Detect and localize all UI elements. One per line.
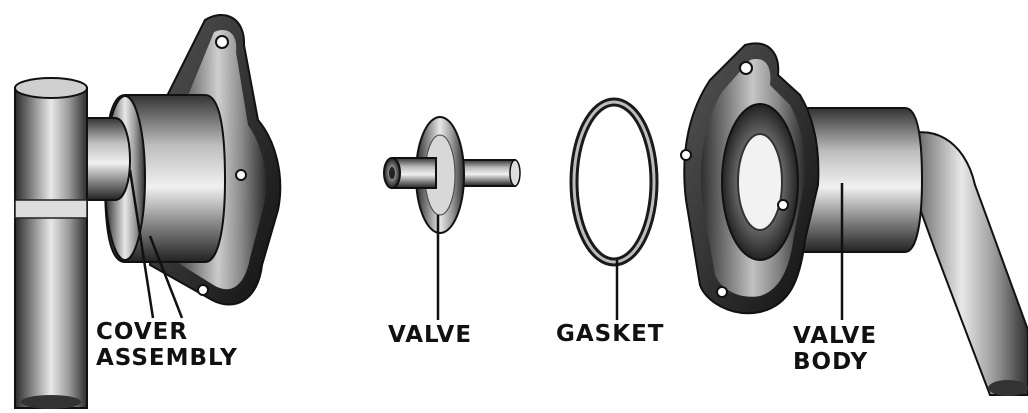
valve-part (384, 117, 520, 233)
valve-body-label-line1: VALVE (793, 323, 877, 349)
valve-label: VALVE (388, 322, 472, 348)
valve-body-label: VALVE BODY (793, 323, 877, 375)
valve-body-label-line2: BODY (793, 349, 877, 375)
cover-label-line2: ASSEMBLY (96, 345, 238, 371)
gasket-part (574, 102, 654, 262)
cover-label-line1: COVER (96, 319, 238, 345)
gasket-label: GASKET (556, 321, 664, 347)
cover-assembly-label: COVER ASSEMBLY (96, 319, 238, 371)
